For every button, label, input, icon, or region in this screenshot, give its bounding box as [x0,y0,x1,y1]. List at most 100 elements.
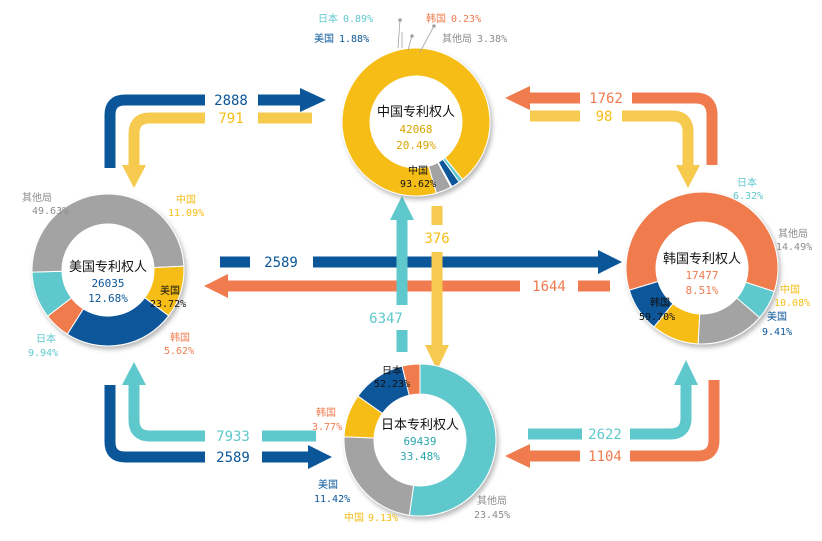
flow-arrowhead-korea-to-china [505,86,530,110]
labels-korea-donut: 日本 6.32% 其他局 14.49% 中国 10.08% 美国 9.41% 韩… [639,176,812,338]
flow-arrowhead-japan-to-china [390,196,414,220]
label-value: 3.38% [477,34,507,45]
flow-value-japan-to-korea: 2622 [588,427,622,443]
label-value: 9.13% [368,513,398,524]
center-china: 中国专利权人 42068 20.49% [377,104,455,152]
label-value: 59.70% [639,312,675,323]
center-pct-china: 20.49% [396,139,436,152]
donut-japan [343,363,497,517]
center-count-korea: 17477 [685,269,718,282]
leader-dot [432,24,436,28]
label-value: 3.77% [312,422,342,433]
label-china-other: 其他局 3.38% [442,32,507,45]
label-china-us: 美国 1.88% [314,32,369,45]
flow-arrow-usa-to-japan [104,385,308,463]
labels-usa-donut: 其他局 49.63% 中国 11.09% 美国 23.72% 韩国 5.62% … [22,191,204,359]
center-title-korea: 韩国专利权人 [663,251,741,267]
label-name: 其他局 [22,191,52,204]
label-name: 日本 [318,12,338,25]
label-value: 11.09% [168,208,204,219]
flow-value-china-to-japan: 376 [424,231,449,247]
flow-value-usa-to-japan: 2589 [216,450,250,466]
label-name: 其他局 [477,494,507,507]
label-name: 韩国 [170,331,190,344]
flow-value-korea-to-china: 1762 [589,91,623,107]
label-name: 美国 [318,478,338,491]
donut-hole [370,76,462,168]
donut-usa [31,193,185,347]
label-value: 10.08% [774,298,810,309]
flow-arrow-korea-to-china [530,92,718,165]
label-japan-jp: 日本 52.23% [374,364,410,390]
label-value: 23.72% [150,299,186,310]
donut-hole [62,224,154,316]
flow-value-china-to-korea: 98 [596,109,613,125]
label-name: 韩国 [650,296,670,309]
labels-china-donut: 日本 0.89% 美国 1.88% 韩国 0.23% 其他局 3.38% 中国 … [314,12,507,190]
label-name: 美国 [767,310,787,323]
label-name: 中国 [408,164,428,177]
label-korea-kr: 韩国 59.70% [639,296,675,323]
center-korea: 韩国专利权人 17477 8.51% [663,251,741,297]
label-korea-cn: 中国 10.08% [774,283,810,309]
label-usa-jp: 日本 9.94% [28,332,58,359]
label-name: 日本 [382,364,402,377]
flow-arrow-china-to-usa [128,112,312,165]
label-usa-us: 美国 23.72% [150,284,186,310]
label-japan-other: 其他局 23.45% [474,494,510,521]
label-name: 中国 [344,511,364,524]
center-title-japan: 日本专利权人 [381,417,459,433]
center-japan: 日本专利权人 69439 33.48% [381,417,459,463]
flow-arrow-japan-to-korea [528,385,692,440]
flow-arrowhead-china-to-korea [676,165,700,188]
label-value: 93.62% [400,179,436,190]
flow-arrow-korea-to-japan [530,380,720,462]
label-usa-kr: 韩国 5.62% [164,331,194,357]
label-value: 6.32% [733,191,763,202]
label-usa-cn: 中国 11.09% [168,193,204,219]
center-count-china: 42068 [399,123,432,136]
center-usa: 美国专利权人 26035 12.68% [69,259,147,305]
label-value: 9.94% [28,348,58,359]
flow-value-korea-to-japan: 1104 [588,449,622,465]
flow-arrowhead-usa-to-china [300,88,326,112]
label-china-cn: 中国 93.62% [400,164,436,190]
label-value: 23.45% [474,510,510,521]
label-name: 其他局 [778,227,808,240]
label-name: 日本 [36,332,56,345]
leader-dot [398,18,402,22]
flow-arrowhead-china-to-japan [425,345,449,370]
flow-arrowhead-china-to-usa [122,165,146,188]
label-value: 49.63% [32,206,68,217]
flow-arrowhead-usa-to-korea [598,250,622,274]
donut-hole [374,394,466,486]
flow-arrow-usa-to-china [104,94,300,168]
label-name: 日本 [737,176,757,189]
flow-arrowhead-korea-to-usa [204,274,228,298]
donut-korea [625,191,779,345]
label-name: 美国 [314,32,334,45]
leader-lines-china [397,19,435,53]
flow-value-japan-to-china: 6347 [369,311,403,327]
flow-arrowhead-japan-to-korea [674,360,698,385]
flow-value-usa-to-china: 2888 [214,93,248,109]
label-korea-other: 其他局 14.49% [776,227,812,253]
flow-labels: 2888 791 1762 98 2589 1644 6347 376 7933… [214,91,623,466]
center-count-japan: 69439 [403,435,436,448]
label-china-kr: 韩国 0.23% [426,12,481,25]
flow-arrow-japan-to-usa [128,385,316,442]
label-name: 韩国 [316,406,336,419]
labels-japan-donut: 日本 52.23% 韩国 3.77% 美国 11.42% 中国 9.13% 其他… [312,364,510,524]
flow-value-korea-to-usa: 1644 [532,279,566,295]
label-value: 9.41% [762,327,792,338]
label-name: 中国 [176,193,196,206]
flow-value-usa-to-korea: 2589 [264,255,298,271]
label-value: 0.23% [451,14,481,25]
flow-arrows [104,86,720,469]
flow-arrowhead-korea-to-japan [505,444,530,468]
label-usa-other: 其他局 49.63% [22,191,68,217]
center-title-china: 中国专利权人 [377,104,455,120]
flow-arrowhead-japan-to-usa [122,362,146,385]
center-count-usa: 26035 [91,277,124,290]
